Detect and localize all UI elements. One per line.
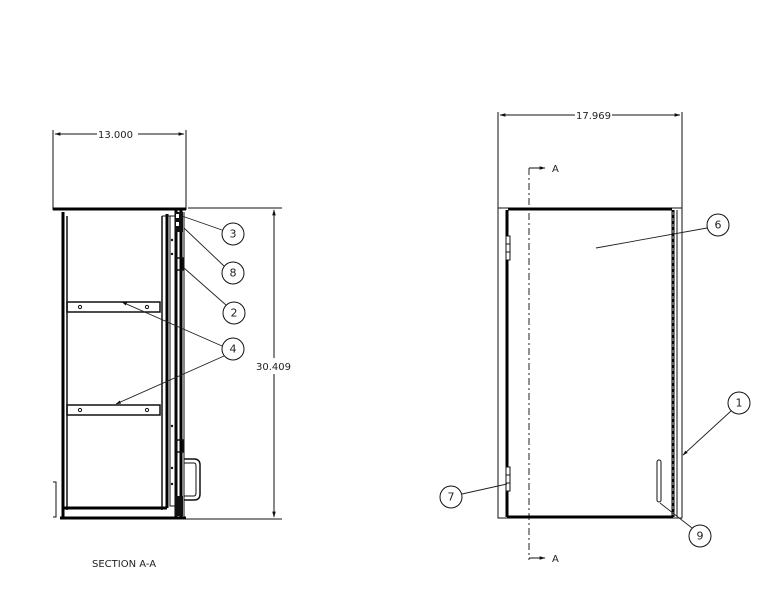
width-dimension-17: 17.969 [497, 111, 683, 210]
svg-text:8: 8 [230, 267, 237, 280]
front-view: 17.969 A A [439, 111, 751, 565]
door-handle [184, 458, 201, 501]
hinge-upper [170, 212, 184, 271]
balloon-2: 2 [183, 267, 246, 325]
svg-text:1: 1 [736, 397, 743, 410]
svg-text:3: 3 [230, 228, 237, 241]
section-view: 13.000 30.409 [52, 130, 291, 570]
hinge-bottom [505, 466, 511, 492]
section-marker-top: A [552, 164, 559, 175]
hinge-lower [170, 424, 184, 516]
width-dimension-13: 13.000 [52, 130, 187, 210]
dimension-label: 13.000 [98, 130, 133, 141]
dimension-label: 17.969 [576, 111, 611, 122]
hinge-top [505, 235, 511, 261]
svg-text:7: 7 [448, 491, 455, 504]
balloon-7: 7 [439, 483, 508, 509]
balloon-4: 4 [115, 301, 245, 405]
svg-text:9: 9 [697, 530, 704, 543]
shelf-support-lower [66, 404, 161, 416]
svg-text:4: 4 [230, 343, 237, 356]
shelf-support-upper [66, 301, 161, 313]
svg-text:6: 6 [715, 219, 722, 232]
section-marker-bottom: A [552, 554, 559, 565]
height-dimension-30: 30.409 [188, 207, 291, 520]
section-label: SECTION A-A [92, 559, 156, 570]
door-handle-front [656, 459, 662, 503]
balloon-9: 9 [659, 502, 712, 548]
balloon-1: 1 [682, 391, 751, 456]
balloon-6: 6 [595, 213, 730, 249]
balloon-3: 3 [181, 215, 245, 246]
section-cut-line: A A [528, 164, 559, 565]
svg-text:2: 2 [231, 307, 238, 320]
dimension-label: 30.409 [256, 362, 291, 373]
balloon-8: 8 [183, 227, 245, 285]
